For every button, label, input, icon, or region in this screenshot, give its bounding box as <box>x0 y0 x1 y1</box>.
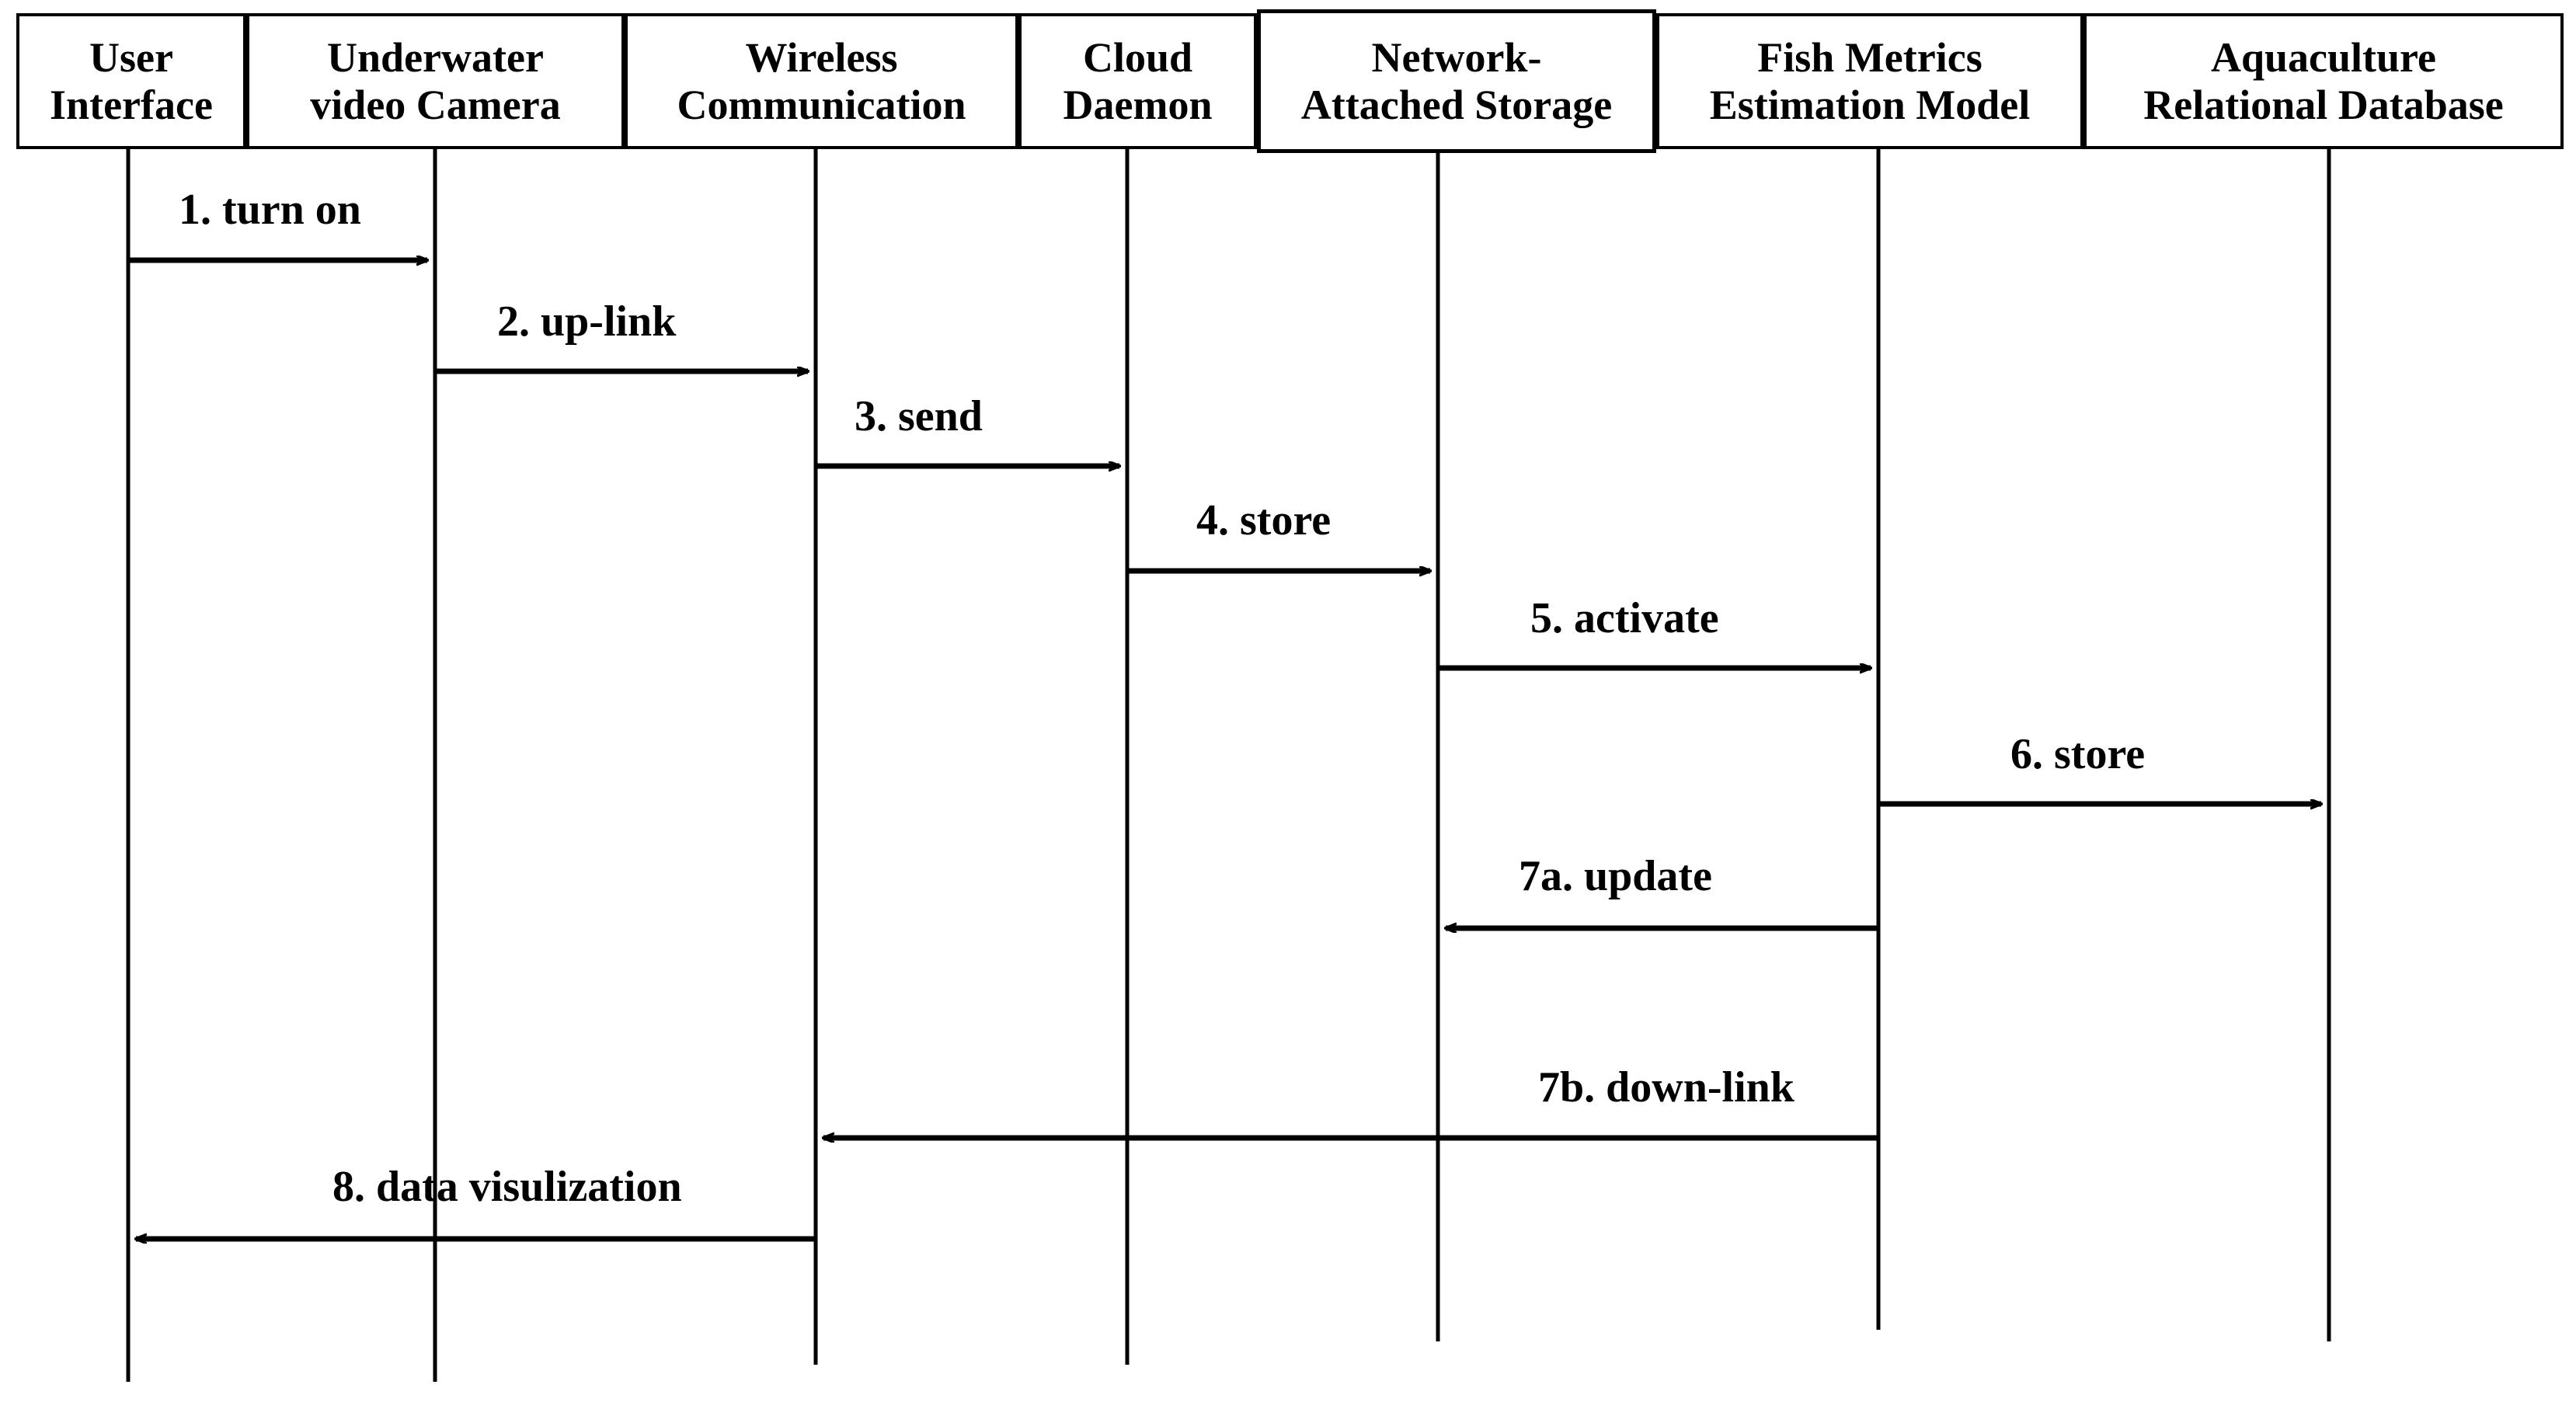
message-label-1: 1. turn on <box>179 186 361 234</box>
participant-label-network-attached-storage: Network-Attached Storage <box>1297 34 1617 128</box>
participant-label-line1-aquaculture-relational-database: Aquaculture <box>2210 34 2437 82</box>
message-label-7b: 7b. down-link <box>1538 1063 1794 1112</box>
participant-label-line2-underwater-video-camera: video Camera <box>310 81 561 128</box>
message-label-4: 4. store <box>1196 496 1332 544</box>
message-label-7a: 7a. update <box>1519 852 1712 900</box>
participant-label-line1-underwater-video-camera: Underwater <box>327 34 544 82</box>
participant-box-network-attached-storage[interactable]: Network-Attached Storage <box>1257 9 1656 153</box>
message-label-2: 2. up-link <box>497 297 677 346</box>
participant-label-line1-cloud-daemon: Cloud <box>1082 34 1193 82</box>
message-label-8: 8. data visulization <box>332 1163 682 1211</box>
participant-label-line2-user-interface: Interface <box>50 81 213 128</box>
participant-label-line2-aquaculture-relational-database: Relational Database <box>2143 81 2504 128</box>
participant-label-line2-cloud-daemon: Daemon <box>1063 81 1213 128</box>
message-label-5: 5. activate <box>1530 594 1719 642</box>
participant-label-line2-fish-metrics-estimation-model: Estimation Model <box>1709 81 2031 128</box>
lifeline-dashes <box>126 149 2331 1382</box>
message-label-3: 3. send <box>855 392 983 440</box>
participant-label-line1-network-attached-storage: Network- <box>1371 34 1542 82</box>
message-label-6: 6. store <box>2010 730 2146 778</box>
participant-label-line1-user-interface: User <box>89 34 173 82</box>
participant-label-line2-wireless-communication: Communication <box>677 81 966 128</box>
participant-label-line1-wireless-communication: Wireless <box>745 34 898 82</box>
participant-label-line1-fish-metrics-estimation-model: Fish Metrics <box>1757 34 1982 82</box>
participant-label-line2-network-attached-storage: Attached Storage <box>1300 81 1613 128</box>
message-arrows <box>128 260 2321 1239</box>
